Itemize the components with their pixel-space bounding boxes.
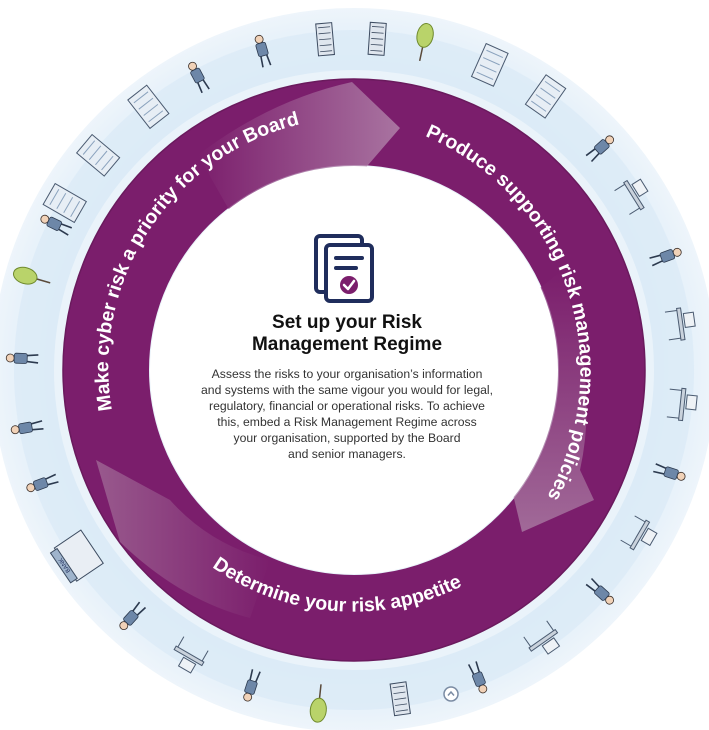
center-title-line-1: Set up your Risk <box>272 312 422 333</box>
person-icon <box>10 420 44 435</box>
person-icon <box>585 135 615 163</box>
server-icon <box>367 21 387 56</box>
building-icon <box>470 42 509 87</box>
center-disc <box>150 166 558 574</box>
center-body-line: and systems with the same vigour you wou… <box>201 383 493 397</box>
center-title: Set up your Risk Management Regime <box>182 312 512 356</box>
center-body-line: Assess the risks to your organisation’s … <box>211 367 483 381</box>
building-icon <box>75 133 121 177</box>
arrow-bottom <box>96 460 270 618</box>
scroll-up-icon[interactable] <box>443 686 459 702</box>
desk-icon <box>523 620 561 655</box>
person-icon <box>188 61 210 94</box>
center-body-line: regulatory, financial or operational ris… <box>209 399 485 413</box>
person-icon <box>653 463 686 481</box>
person-icon <box>40 214 73 236</box>
building-icon <box>42 182 88 224</box>
center-body-line: your organisation, supported by the Boar… <box>233 431 461 445</box>
center-body-line: and senior managers. <box>288 447 406 461</box>
center-body-line: this, embed a Risk Management Regime acr… <box>217 415 477 429</box>
ring-outer-edge <box>62 78 646 662</box>
person-icon <box>254 34 272 68</box>
tree-icon <box>416 23 434 62</box>
person-icon <box>243 669 261 702</box>
center-text-block: Set up your Risk Management Regime Asses… <box>182 312 512 462</box>
desk-icon <box>664 307 696 341</box>
bank-icon: BANK <box>49 529 104 584</box>
server-icon <box>315 22 335 57</box>
person-icon <box>585 577 615 605</box>
scenery-illustrations: BANK <box>5 21 698 723</box>
center-title-line-2: Management Regime <box>251 334 443 355</box>
person-icon <box>649 247 682 267</box>
tree-icon <box>309 684 327 723</box>
desk-icon <box>666 387 698 422</box>
arrow-top <box>198 82 400 222</box>
tree-icon <box>12 266 51 285</box>
center-description: Assess the risks to your organisation’s … <box>182 366 512 462</box>
building-icon <box>524 74 567 119</box>
server-icon <box>389 681 411 717</box>
desk-icon <box>173 636 209 674</box>
desk-icon <box>614 178 649 215</box>
person-icon <box>5 352 39 364</box>
building-icon <box>127 84 170 130</box>
desk-icon <box>620 515 658 551</box>
person-icon <box>467 661 488 694</box>
document-checklist-icon <box>314 234 374 303</box>
person-icon <box>26 473 59 493</box>
person-icon <box>119 601 147 631</box>
